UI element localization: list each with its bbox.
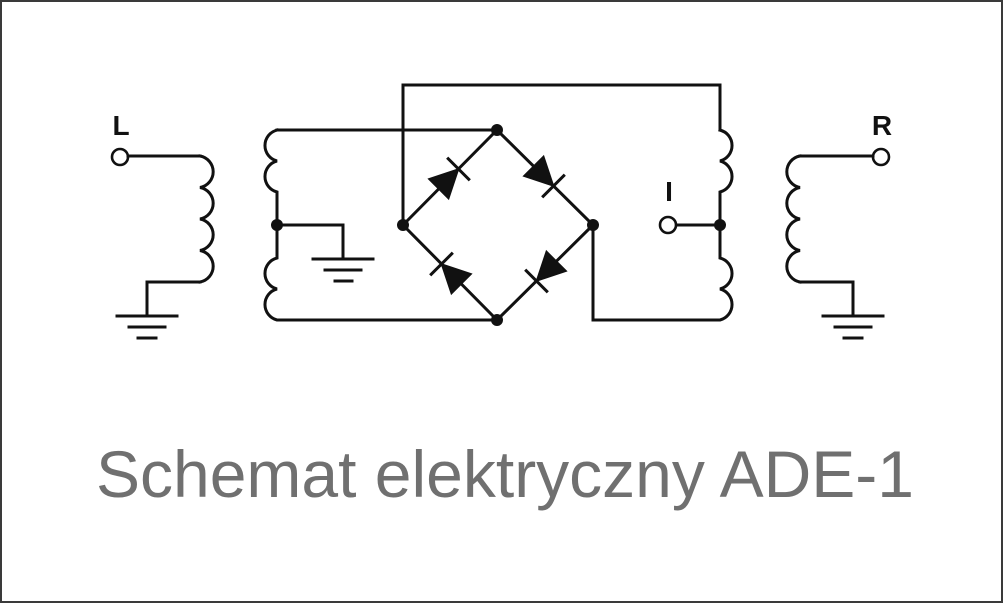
diode-bottom-left-triangle (440, 262, 473, 296)
left-secondary-coil (263, 128, 499, 322)
diode-left-top (427, 156, 471, 201)
diode-left-top-bar (446, 156, 471, 182)
right-terminal-circle (871, 147, 891, 167)
right-input-section: R (785, 110, 892, 340)
left-secondary-section (263, 128, 499, 322)
center-terminal-circle (658, 215, 678, 235)
bridge-left-node (397, 219, 409, 231)
center-tap-ground-wire (275, 223, 345, 261)
bridge-top-feed-wire (401, 83, 722, 227)
diode-bottom-left (429, 251, 473, 296)
right-ground-symbol (821, 314, 885, 340)
diode-top-right-bar (541, 173, 566, 199)
bridge-bottom-node (491, 314, 503, 326)
right-terminal-label: R (872, 110, 892, 141)
right-ground-wire (798, 280, 855, 318)
right-secondary-section: I (591, 128, 734, 322)
diode-top-right-triangle (522, 154, 555, 188)
left-primary-coil (198, 154, 215, 284)
diode-bottom-right-bar (524, 268, 549, 294)
left-terminal-label: L (112, 110, 129, 141)
left-ground-wire (145, 280, 202, 318)
left-center-tap-node (271, 219, 283, 231)
diode-bottom-right-triangle (535, 249, 568, 283)
left-ground-symbol (115, 314, 179, 340)
left-terminal-circle (110, 147, 130, 167)
right-center-tap-node (714, 219, 726, 231)
diode-bottom-left-bar (429, 251, 454, 277)
center-terminal-label: I (665, 176, 673, 207)
diode-bottom-right (524, 249, 568, 294)
diode-left-top-triangle (427, 167, 460, 201)
bridge-top-node (491, 124, 503, 136)
center-ground-symbol (311, 257, 375, 283)
right-primary-coil (785, 154, 802, 284)
diode-top-right (522, 154, 566, 199)
right-secondary-coil (591, 128, 734, 322)
diagram-title: Schemat elektryczny ADE-1 (96, 437, 914, 511)
left-input-section: L (110, 110, 215, 340)
